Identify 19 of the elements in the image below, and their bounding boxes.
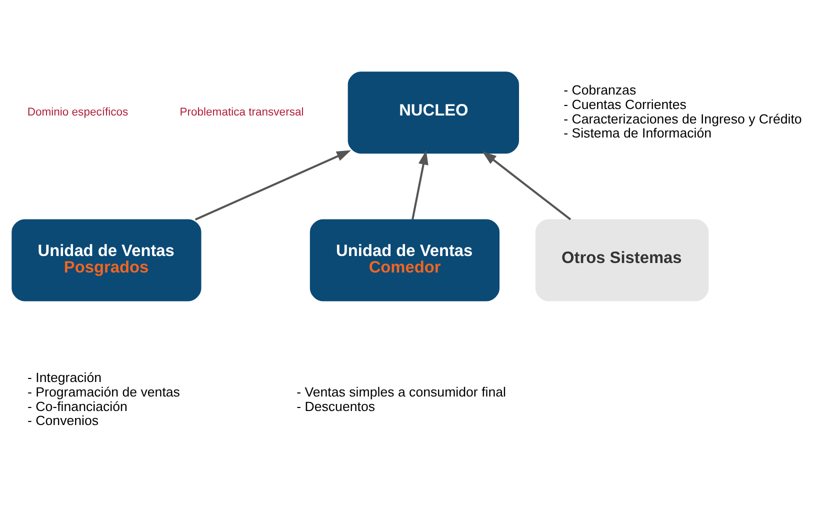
arrow (194, 150, 352, 221)
node-box: Otros Sistemas (535, 219, 709, 302)
label: Dominio específicos (27, 106, 128, 118)
node-box: Unidad de Ventas Posgrados (12, 219, 202, 302)
node-label: - Convenios (28, 413, 99, 428)
node-label: - Cuentas Corrientes (564, 96, 686, 112)
node-box: NUCLEO (348, 72, 520, 154)
arrow (482, 151, 572, 220)
node-label: - Descuentos (296, 398, 376, 414)
arrow (412, 150, 428, 220)
node-label: - Sistema de Información (564, 126, 712, 141)
node-label: - Co-financiación (28, 398, 128, 414)
node-label: - Programación de ventas (28, 384, 180, 400)
node-label: - Caracterizaciones de Ingreso y Crédito (564, 111, 802, 126)
node-label: - Cobranzas (564, 82, 636, 98)
node-box: Unidad de Ventas Comedor (310, 219, 500, 302)
label: Problematica transversal (180, 106, 304, 118)
node-label: - Ventas simples a consumidor final (296, 384, 506, 400)
node-label: - Integración (28, 370, 102, 386)
